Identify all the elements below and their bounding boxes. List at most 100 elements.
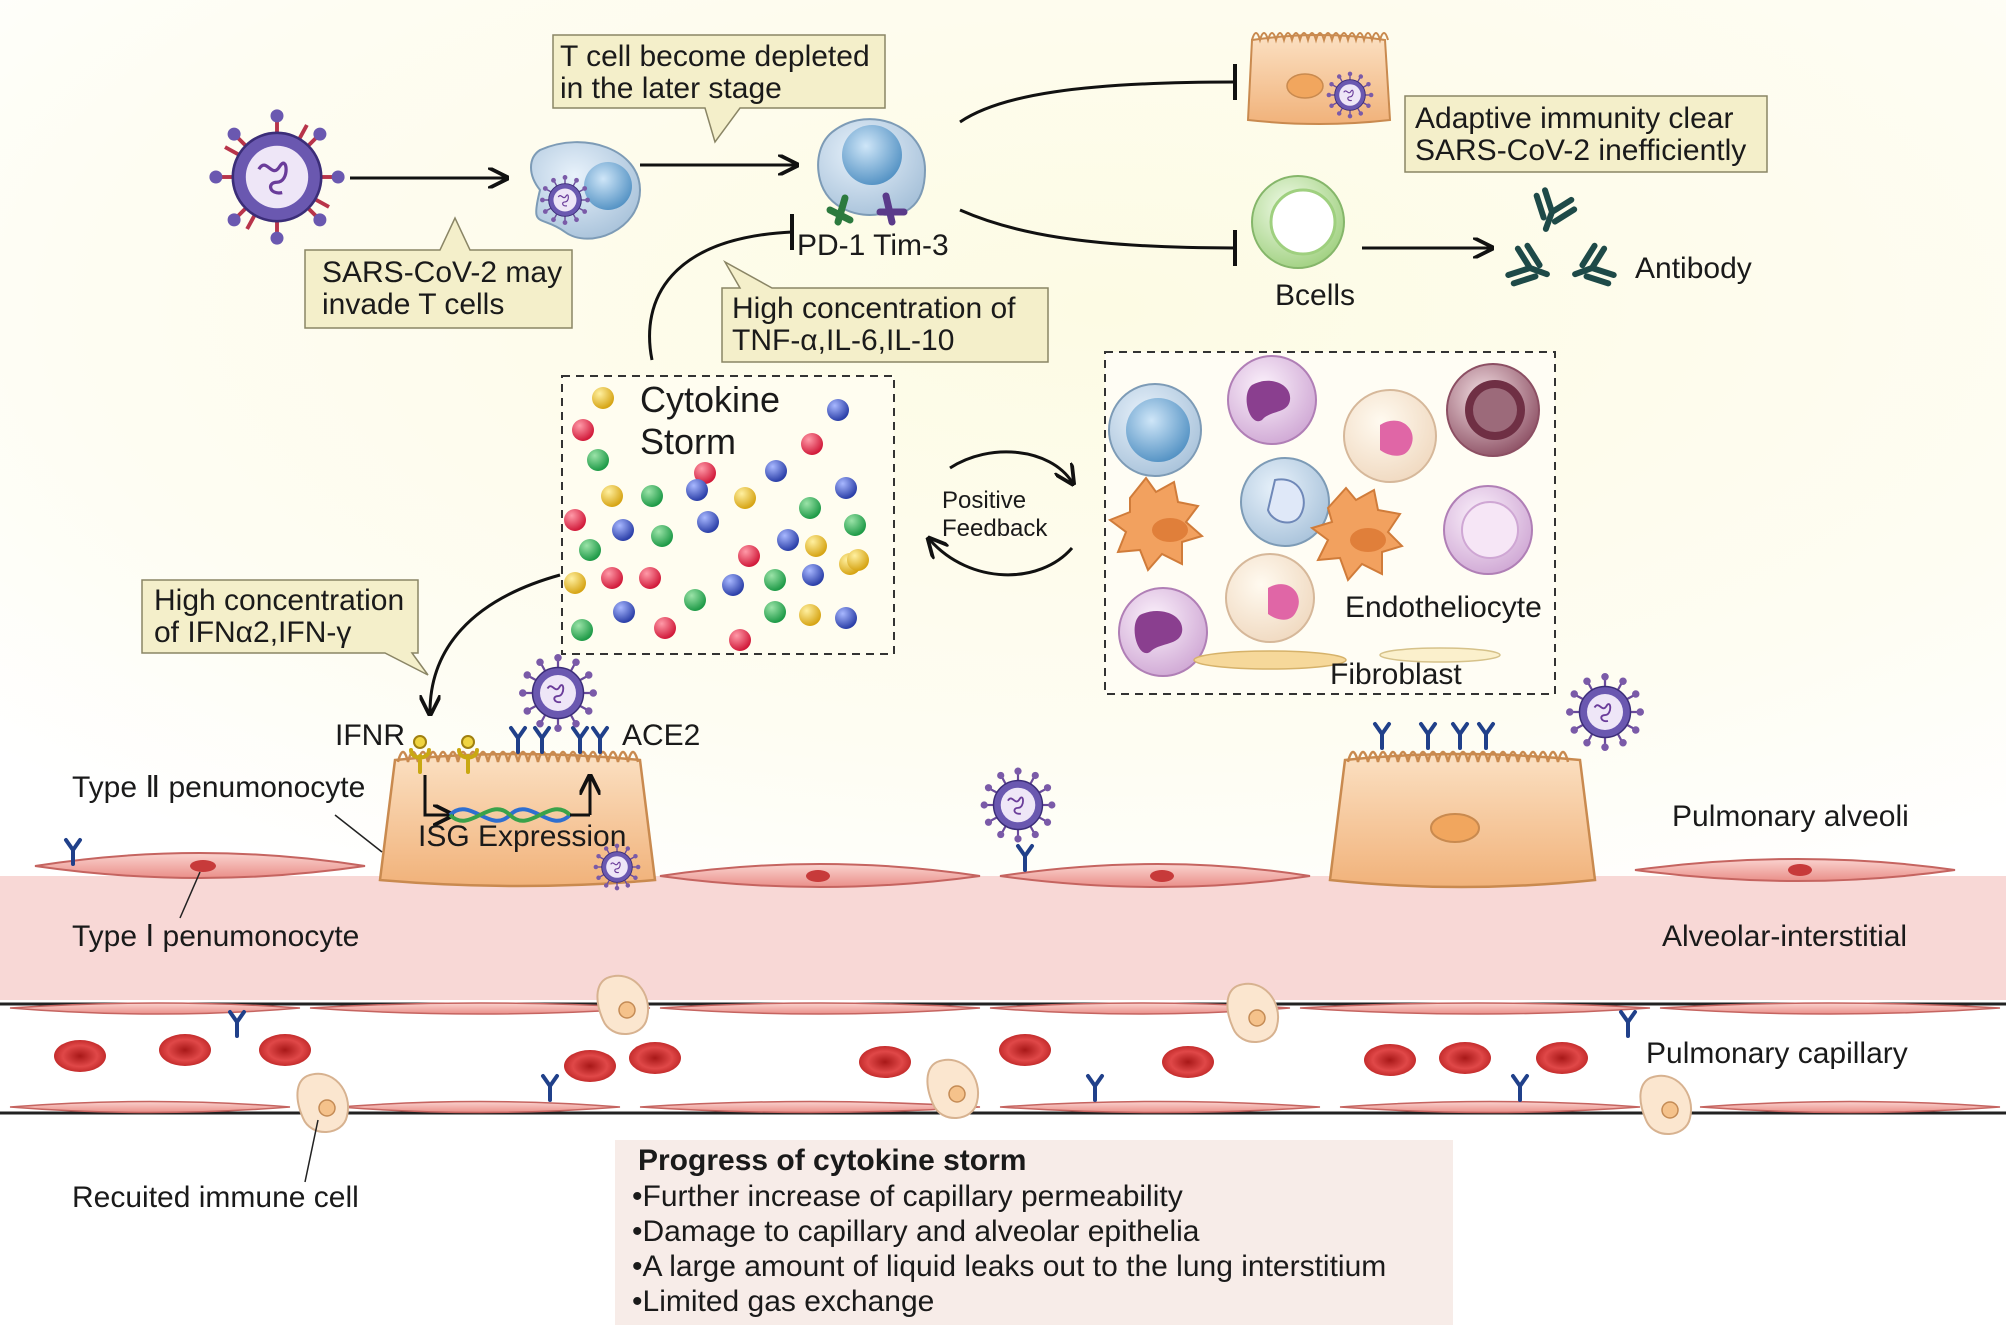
capillary-endothelium-top [9,1002,2001,1015]
label-bcells: Bcells [1275,279,1355,312]
cytokine-blue [686,479,708,501]
alveolar-interstitium-band [0,876,2006,1000]
cytokine-yellow [805,535,827,557]
cytokine-yellow [592,387,614,409]
label-fibroblast: Fibroblast [1330,658,1462,691]
progress-item-4: •Limited gas exchange [632,1285,934,1318]
callout-adaptive-line1: Adaptive immunity clear [1415,102,1733,135]
cytokine-blue [722,574,744,596]
callout-tnf [721,260,1049,363]
cytokine-blue [765,460,787,482]
feedback-arrow-bottom [930,540,1074,577]
cytokine-blue [827,399,849,421]
arrow-storm-to-ifnr [430,573,561,712]
callout-t-depleted-line1: T cell become depleted [560,40,870,73]
cytokine-blue [612,519,634,541]
cytokine-blue [777,529,799,551]
red-blood-cells [54,1034,1588,1082]
cytokine-green [571,619,593,641]
callout-ifn-line1: High concentration [154,584,404,617]
callout-ifn-line2: of IFNα2,IFN-γ [154,616,351,649]
infected-t-cell [530,141,642,240]
cytokine-yellow [799,604,821,626]
cytokine-yellow [847,549,869,571]
label-type1: Type Ⅰ penumonocyte [72,920,359,953]
cytokine-green [579,539,601,561]
label-cytokine: Cytokine [640,379,780,420]
label-feedback: Feedback [942,515,1048,542]
label-endotheliocyte: Endotheliocyte [1345,591,1542,624]
cytokine-red [654,617,676,639]
cytokine-green [587,449,609,471]
callout-adaptive [1404,95,1768,173]
callout-sars-invade [304,216,573,329]
inhibit-bcell-line [959,208,1236,250]
callout-sars-line2: invade T cells [322,288,504,321]
cytokine-particles [564,387,869,651]
sars-cov2-virus [207,107,347,247]
cytokine-red [639,567,661,589]
progress-item-3: •A large amount of liquid leaks out to t… [632,1250,1386,1283]
label-isg: ISG Expression [418,820,626,853]
cytokine-green [684,589,706,611]
label-type2: Type Ⅱ penumonocyte [72,771,365,804]
callout-t-depleted-line2: in the later stage [560,72,782,105]
label-ifnr: IFNR [335,719,405,752]
label-alveolar-interstitial: Alveolar-interstitial [1662,920,1907,953]
progress-item-1: •Further increase of capillary permeabil… [632,1180,1183,1213]
infected-epithelial-cell [1246,32,1392,125]
label-ace2: ACE2 [622,719,700,752]
cytokine-red [572,419,594,441]
cytokine-blue [613,601,635,623]
cytokine-green [844,514,866,536]
cytokine-yellow [564,572,586,594]
callout-t-depleted [552,34,886,144]
immune-cell-cluster [1107,355,1540,677]
callout-adaptive-line2: SARS-CoV-2 inefficiently [1415,134,1746,167]
label-pulmonary-capillary: Pulmonary capillary [1646,1037,1908,1070]
cytokine-green [799,497,821,519]
callout-tnf-line2: TNF-α,IL-6,IL-10 [732,324,954,357]
type2-penumonocyte-healthy [1328,722,1597,889]
type1-penumonocytes [34,852,1956,888]
callout-ifn [141,579,429,676]
leader-type2 [334,814,383,853]
label-positive: Positive [942,487,1026,514]
cytokine-red [801,433,823,455]
b-cell [1251,175,1345,269]
label-recruited-immune-cell: Recuited immune cell [72,1181,359,1214]
cytokine-yellow [734,487,756,509]
label-antibody: Antibody [1635,252,1752,285]
cytokine-blue [802,564,824,586]
capillary-endothelium-bottom [9,1100,2001,1114]
cytokine-yellow [601,485,623,507]
callout-sars-line1: SARS-CoV-2 may [322,256,562,289]
cytokine-green [764,569,786,591]
inhibit-from-storm [648,230,793,361]
cytokine-red [601,567,623,589]
cytokine-red [738,545,760,567]
type2-penumonocyte-infected [378,750,657,892]
cytokine-green [764,601,786,623]
cytokine-blue [835,477,857,499]
progress-title: Progress of cytokine storm [638,1144,1026,1177]
cytokine-red [729,629,751,651]
leader-type1 [179,871,201,919]
cytokine-red [564,509,586,531]
cytokine-blue [835,607,857,629]
label-storm: Storm [640,421,736,462]
cytokine-green [651,525,673,547]
cytokine-red [694,462,716,484]
label-pd1-tim3: PD-1 Tim-3 [797,229,949,262]
inhibit-epithelium-line [959,80,1236,124]
cytokine-green [641,485,663,507]
exhausted-t-cell [817,118,927,226]
leader-immune [304,1119,319,1183]
feedback-arrow-top [949,450,1072,482]
progress-box [615,1140,1453,1325]
cytokine-blue [697,511,719,533]
callout-tnf-line1: High concentration of [732,292,1016,325]
progress-item-2: •Damage to capillary and alveolar epithe… [632,1215,1200,1248]
